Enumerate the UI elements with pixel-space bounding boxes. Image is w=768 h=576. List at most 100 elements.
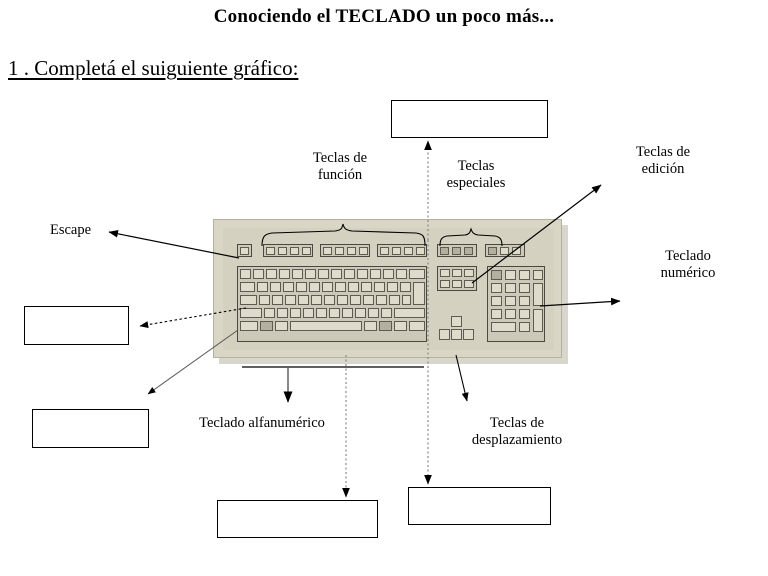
key-f1 — [266, 247, 275, 255]
key-9 — [357, 269, 368, 279]
led-caps-lock — [500, 247, 509, 255]
arrow-keys-cluster — [437, 316, 477, 342]
key-v — [303, 308, 314, 318]
key-j — [337, 295, 348, 305]
escape-key-block — [237, 244, 252, 257]
key-f3 — [290, 247, 299, 255]
key-num-add — [533, 283, 543, 306]
key-n — [329, 308, 340, 318]
key-num-1 — [491, 309, 502, 319]
key-e — [283, 282, 294, 292]
key-num-multiply — [519, 270, 530, 280]
key-scroll-lock — [452, 247, 461, 255]
key-ctrl-left — [240, 321, 258, 331]
special-keys-block — [437, 244, 477, 257]
key-0 — [370, 269, 381, 279]
key-semicolon — [376, 295, 387, 305]
key-s — [272, 295, 283, 305]
keyboard-inner-surface — [223, 228, 554, 350]
keyboard-image — [213, 219, 568, 364]
key-f8 — [359, 247, 368, 255]
key-m — [342, 308, 353, 318]
key-num-7 — [491, 283, 502, 293]
function-keys-f9-f12 — [377, 244, 427, 257]
key-win-right — [379, 321, 392, 331]
key-esc — [240, 247, 249, 255]
key-b — [316, 308, 327, 318]
key-minus — [383, 269, 394, 279]
key-y — [322, 282, 333, 292]
key-q — [257, 282, 268, 292]
keyboard-body — [213, 219, 562, 358]
key-w — [270, 282, 281, 292]
key-d — [285, 295, 296, 305]
answer-box-bottom-left[interactable] — [217, 500, 378, 538]
label-teclado-alfanumerico: Teclado alfanumérico — [199, 415, 325, 431]
key-num-enter — [533, 309, 543, 332]
answer-box-left-middle[interactable] — [24, 306, 129, 345]
label-escape: Escape — [50, 222, 92, 238]
key-alt-left — [275, 321, 288, 331]
function-keys-f5-f8 — [320, 244, 370, 257]
label-teclas-de-funcion: Teclas de función — [312, 150, 368, 184]
key-insert — [440, 269, 450, 277]
key-arrow-left — [439, 329, 450, 340]
key-num-decimal — [519, 322, 530, 332]
key-bracket-right — [400, 282, 411, 292]
key-z — [264, 308, 275, 318]
key-8 — [344, 269, 355, 279]
editing-keys-block — [437, 266, 477, 291]
key-f12 — [416, 247, 425, 255]
function-keys-f1-f4 — [263, 244, 313, 257]
key-k — [350, 295, 361, 305]
key-menu — [394, 321, 407, 331]
key-num-9 — [519, 283, 530, 293]
key-alt-right — [364, 321, 377, 331]
key-win-left — [260, 321, 273, 331]
key-end — [452, 280, 462, 288]
key-grave — [240, 269, 251, 279]
key-o — [361, 282, 372, 292]
key-4 — [292, 269, 303, 279]
key-h — [324, 295, 335, 305]
key-comma — [355, 308, 366, 318]
key-shift-right — [394, 308, 425, 318]
key-5 — [305, 269, 316, 279]
key-num-2 — [505, 309, 516, 319]
key-home — [452, 269, 462, 277]
led-scroll-lock — [512, 247, 521, 255]
key-enter — [413, 282, 425, 305]
key-num-subtract — [533, 270, 543, 280]
key-bracket-left — [387, 282, 398, 292]
numeric-keypad-block — [487, 266, 545, 342]
key-i — [348, 282, 359, 292]
key-2 — [266, 269, 277, 279]
key-ctrl-right — [409, 321, 425, 331]
key-shift-left — [240, 308, 262, 318]
key-num-4 — [491, 296, 502, 306]
key-backspace — [409, 269, 425, 279]
key-slash — [381, 308, 392, 318]
key-f5 — [323, 247, 332, 255]
key-print-screen — [440, 247, 449, 255]
key-num-divide — [505, 270, 516, 280]
key-f9 — [380, 247, 389, 255]
key-6 — [318, 269, 329, 279]
key-period — [368, 308, 379, 318]
key-equals — [396, 269, 407, 279]
key-f2 — [278, 247, 287, 255]
answer-box-top[interactable] — [391, 100, 548, 138]
key-tab — [240, 282, 255, 292]
key-t — [309, 282, 320, 292]
key-f6 — [335, 247, 344, 255]
key-space — [290, 321, 362, 331]
key-pause — [464, 247, 473, 255]
answer-box-bottom-right[interactable] — [408, 487, 551, 525]
indicator-leds-block — [485, 244, 525, 257]
key-r — [296, 282, 307, 292]
key-num-3 — [519, 309, 530, 319]
answer-box-left-lower[interactable] — [32, 409, 149, 448]
label-teclas-de-desplazamiento: Teclas de desplazamiento — [471, 415, 563, 449]
key-num-lock — [491, 270, 502, 280]
